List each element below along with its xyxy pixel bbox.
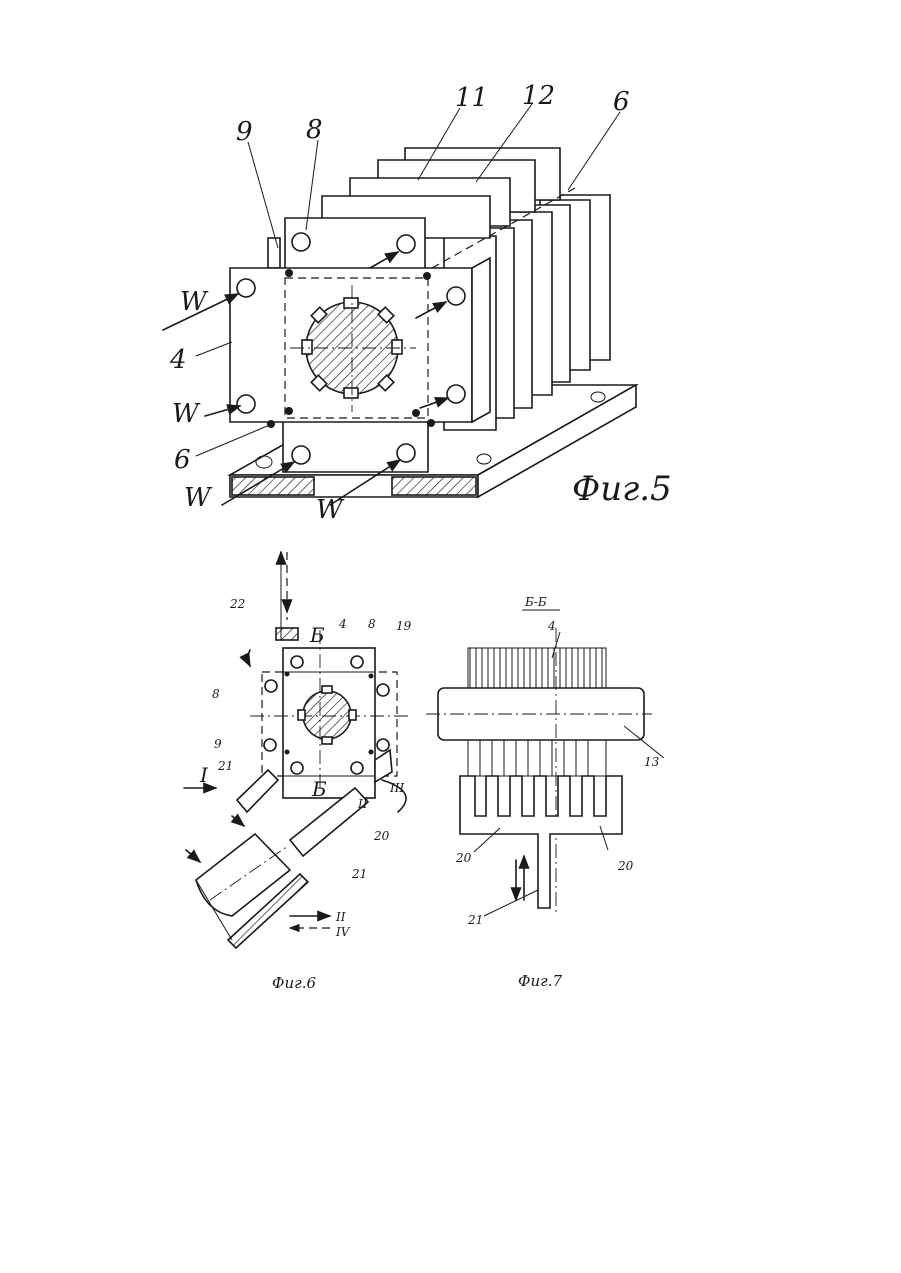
figure-7-caption: Фиг.7 <box>518 972 562 990</box>
label-11: 11 <box>455 83 488 113</box>
label-4-fig7: 4 <box>547 619 556 633</box>
label-8: 8 <box>306 115 323 145</box>
label-20-left: 20 <box>455 851 472 865</box>
label-4-fig6: 4 <box>338 617 347 631</box>
label-21-a: 21 <box>217 759 233 773</box>
label-b-bottom: Б <box>311 777 327 801</box>
section-title: Б-Б <box>524 595 547 609</box>
label-8-top: 8 <box>368 617 376 631</box>
label-6-top: 6 <box>613 87 630 117</box>
label-8-left: 8 <box>212 687 220 701</box>
label-w-upper: W <box>180 287 209 317</box>
label-w-low-left: W <box>184 483 213 513</box>
label-21-fig7: 21 <box>467 913 483 927</box>
figure-5: 9 8 11 12 6 W 4 W 6 W W Фиг.5 <box>163 81 672 525</box>
label-w-mid: W <box>172 399 201 429</box>
label-w-low-right: W <box>316 495 345 525</box>
label-20-right: 20 <box>617 859 634 873</box>
label-21-b: 21 <box>351 867 367 881</box>
label-4: 4 <box>169 345 187 375</box>
figure-7: Б-Б <box>426 595 664 990</box>
clamp-22 <box>276 628 298 640</box>
label-22: 22 <box>229 597 245 611</box>
figure-6-caption: Фиг.6 <box>272 974 316 992</box>
figure-6: 22 Б 4 8 19 8 9 21 I Б III II 20 21 II I… <box>184 552 412 992</box>
figure-5-caption: Фиг.5 <box>572 469 672 509</box>
plate-comb-upper <box>468 648 606 688</box>
label-6-bottom: 6 <box>174 445 191 475</box>
label-13: 13 <box>644 755 660 769</box>
label-iv: IV <box>335 925 351 939</box>
plate-comb-lower <box>468 740 606 776</box>
label-i: I <box>199 763 209 787</box>
label-9-fig6: 9 <box>214 737 222 751</box>
main-plate <box>230 258 490 428</box>
label-iii: III <box>389 781 404 795</box>
label-b-top: Б <box>309 623 325 647</box>
label-ii: II <box>335 910 346 924</box>
label-19: 19 <box>396 619 412 633</box>
label-ii-arm: II <box>357 797 368 811</box>
label-12: 12 <box>522 81 555 111</box>
label-20: 20 <box>373 829 390 843</box>
label-9: 9 <box>236 117 253 147</box>
